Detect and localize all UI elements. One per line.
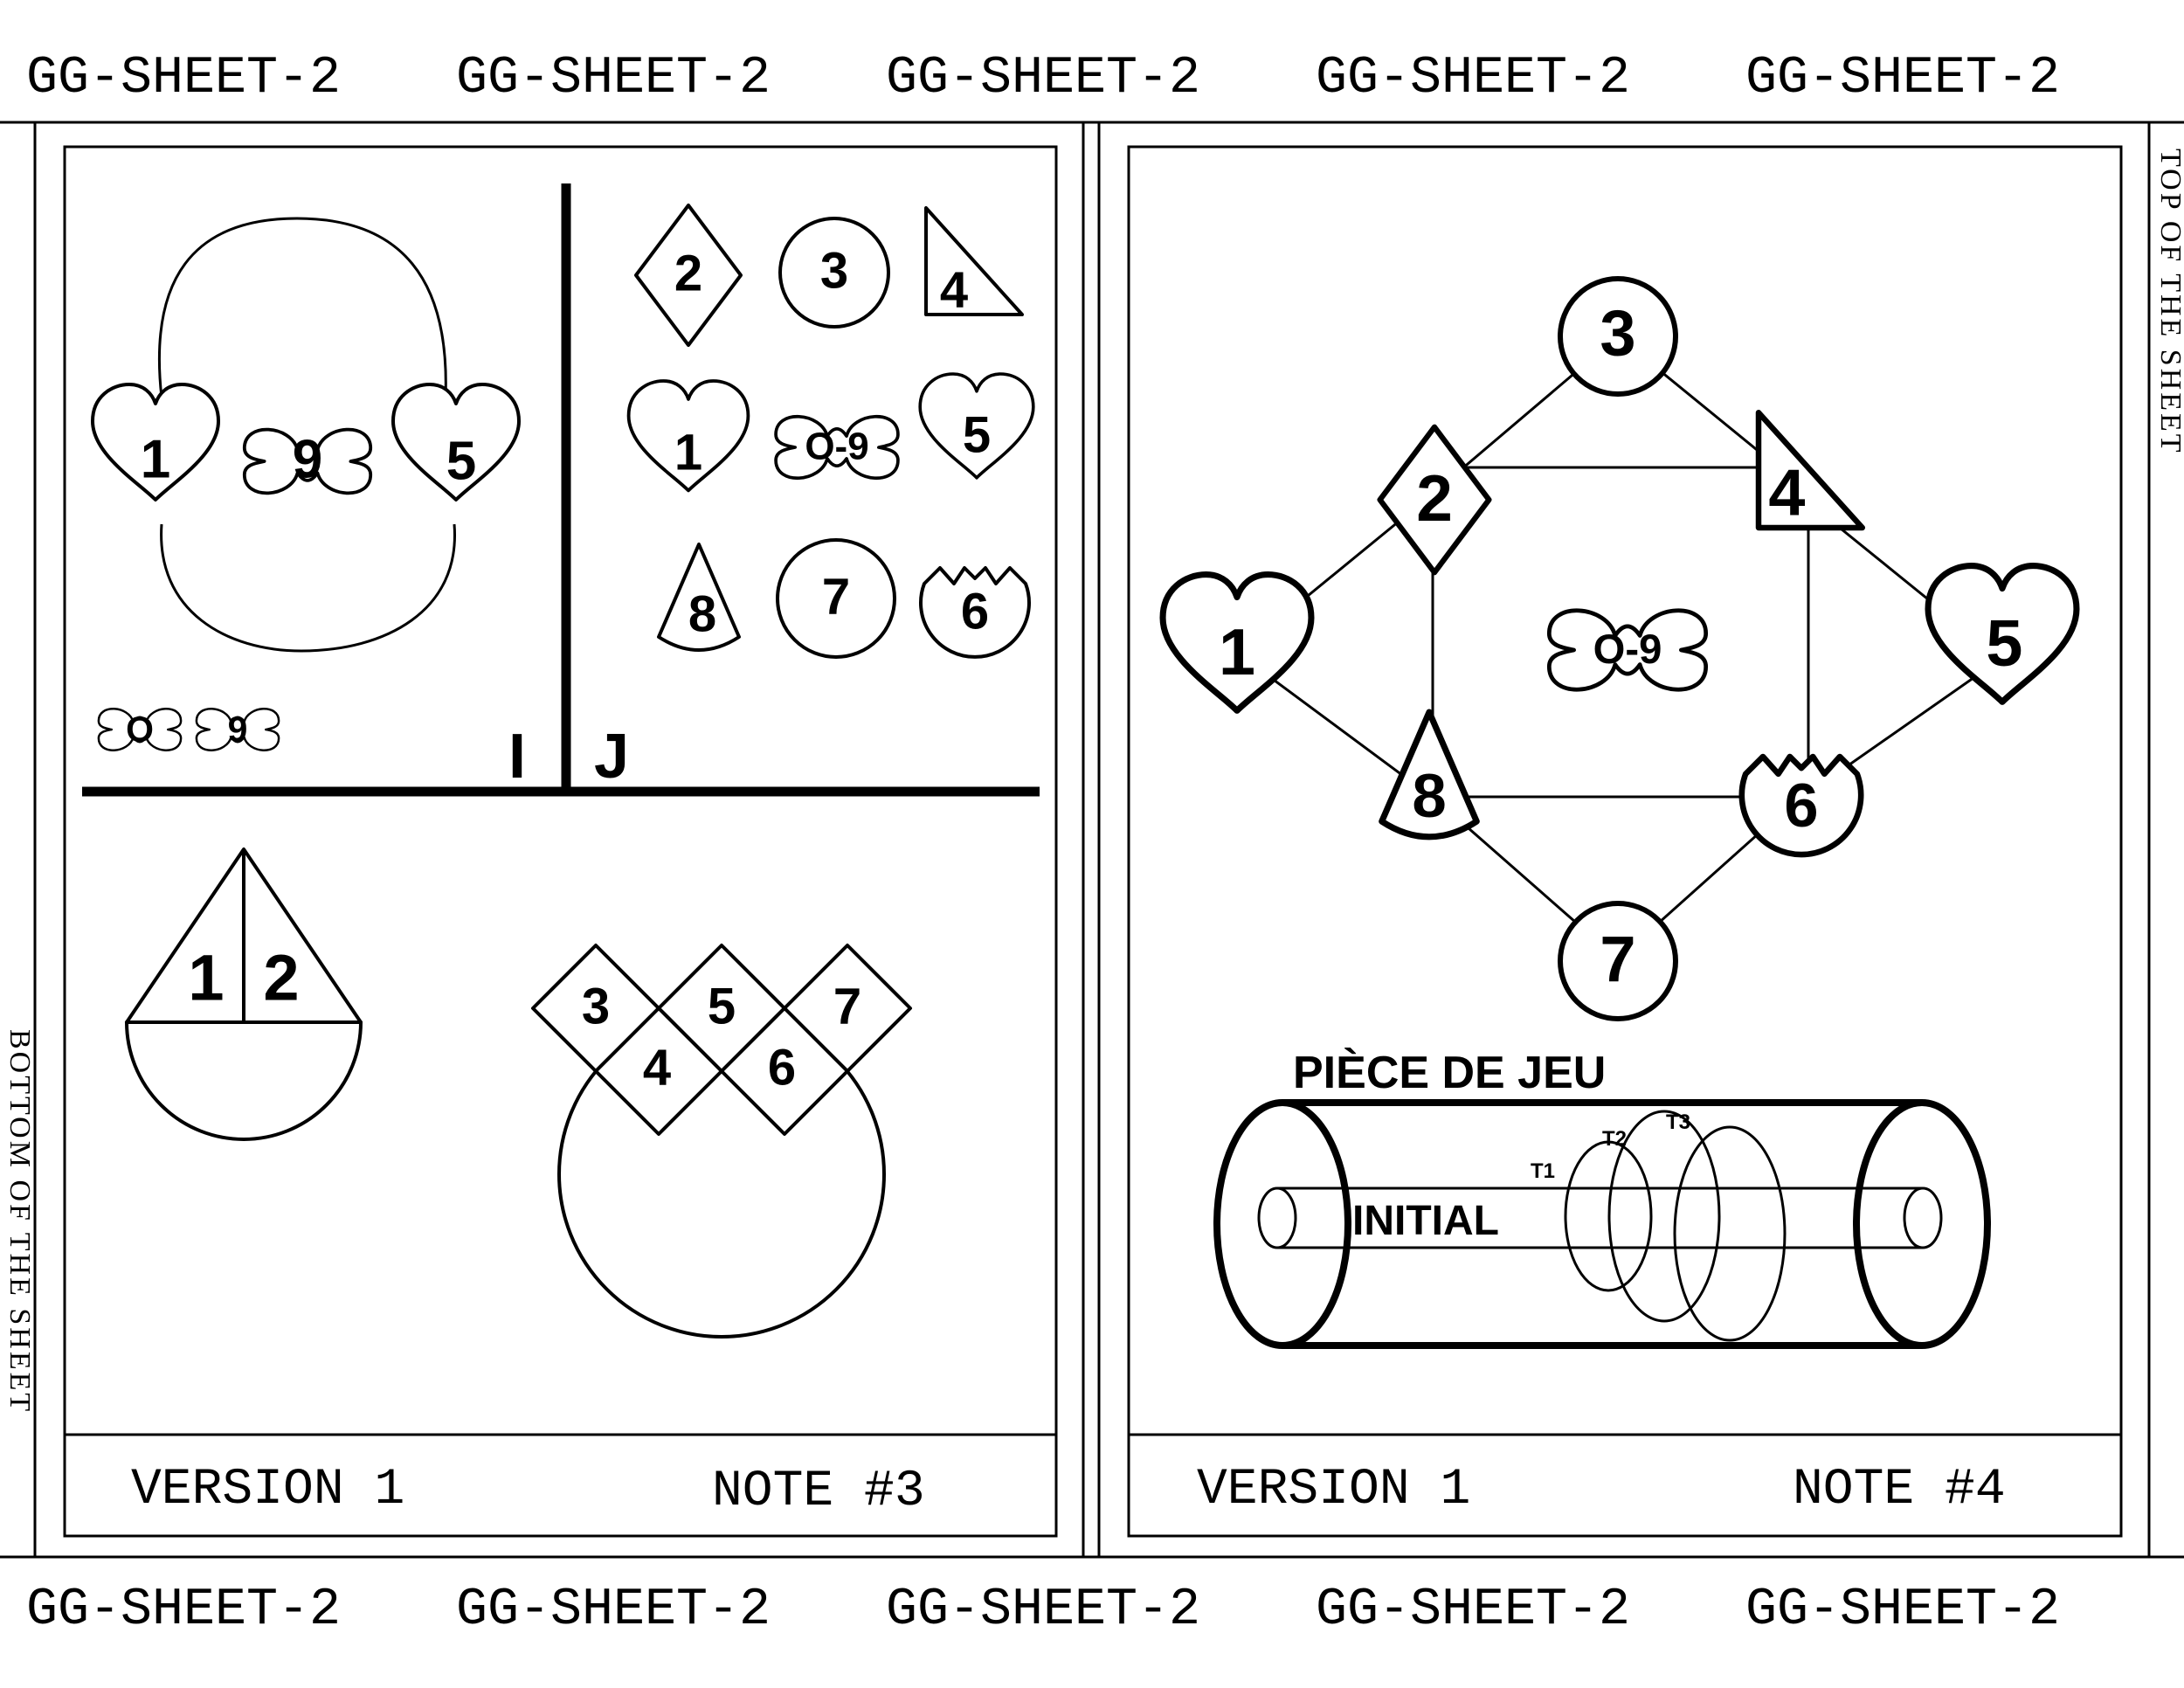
zone-label: J xyxy=(594,722,629,792)
piece-number: 8 xyxy=(688,585,716,642)
node-number: 1 xyxy=(1219,616,1255,689)
graph-node-circle: 7 xyxy=(1558,901,1678,1021)
drop-piece: 8 xyxy=(657,543,741,652)
piece-number: 9 xyxy=(293,429,322,489)
node-number: 4 xyxy=(1768,456,1805,529)
banner-text: GG-SHEET-2 xyxy=(1745,1581,2060,1640)
banner-text: GG-SHEET-2 xyxy=(26,49,341,108)
node-number: 6 xyxy=(1784,771,1818,840)
zone-label: I xyxy=(508,722,526,792)
heart-piece: 1 xyxy=(91,383,220,502)
node-number: 3 xyxy=(1600,297,1635,370)
node-number: 5 xyxy=(1986,607,2022,681)
ring-arc-top xyxy=(157,217,447,398)
piece-number: 7 xyxy=(822,568,850,625)
note-label: NOTE #3 xyxy=(712,1463,925,1520)
diamond-circle-figure: 3 5 7 4 6 xyxy=(531,944,912,1339)
graph-node-triangle: 4 xyxy=(1759,412,1863,529)
graph-node-clover: O-9 xyxy=(1549,611,1705,689)
graph-node-tulip: 6 xyxy=(1742,757,1861,854)
piece-number: 5 xyxy=(963,406,991,463)
left-panel: 1 9 5 O 9 I J 2 3 xyxy=(63,145,1058,1538)
boat-figure: 1 2 xyxy=(125,847,363,1141)
piece-number: 5 xyxy=(446,431,476,491)
clover-piece: 9 xyxy=(242,427,373,495)
graph-node-drop: 8 xyxy=(1382,712,1477,837)
banner-text: GG-SHEET-2 xyxy=(456,49,771,108)
triangle-piece: 4 xyxy=(924,206,1024,318)
small-clover-piece: O xyxy=(97,708,183,751)
piece-number: 4 xyxy=(940,261,968,318)
game-piece-cylinder: PIÈCE DE JEU INITIAL T1 T2 T3 xyxy=(1213,1048,1991,1349)
graph-node-diamond: 2 xyxy=(1380,427,1489,572)
sheet-frame xyxy=(0,121,2184,1559)
version-label: VERSION 1 xyxy=(131,1462,404,1519)
piece-number: 2 xyxy=(674,245,702,301)
diamond-label: 5 xyxy=(708,978,736,1034)
ring-label: T2 xyxy=(1602,1127,1627,1151)
right-panel: 3 2 4 1 O-9 5 8 6 xyxy=(1127,145,2123,1538)
ring-arc-bottom xyxy=(160,523,456,653)
left-panel-border xyxy=(63,145,1058,1538)
heart-piece: 5 xyxy=(391,383,521,502)
ring-label: T1 xyxy=(1531,1159,1555,1183)
piece-number: 1 xyxy=(674,424,702,481)
note-label: NOTE #4 xyxy=(1793,1462,2006,1519)
banner-text: GG-SHEET-2 xyxy=(456,1581,771,1640)
banner-text: GG-SHEET-2 xyxy=(1316,49,1630,108)
top-banner: GG-SHEET-2 GG-SHEET-2 GG-SHEET-2 GG-SHEE… xyxy=(26,49,2060,108)
small-clover-piece: 9 xyxy=(195,708,280,751)
piece-number: 3 xyxy=(820,242,848,299)
node-number: 7 xyxy=(1600,924,1635,996)
diamond-label: 4 xyxy=(643,1039,671,1096)
ring-label: T3 xyxy=(1666,1110,1690,1134)
piece-number: 1 xyxy=(141,429,170,489)
banner-text: GG-SHEET-2 xyxy=(886,1581,1200,1640)
banner-text: GG-SHEET-2 xyxy=(1316,1581,1630,1640)
boat-label: 1 xyxy=(188,942,224,1014)
circle-piece: 3 xyxy=(778,217,890,329)
banner-text: GG-SHEET-2 xyxy=(886,49,1200,108)
boat-label: 2 xyxy=(263,942,299,1014)
piece-number: O xyxy=(126,709,154,749)
piece-number: O-9 xyxy=(805,425,868,468)
graph-node-heart: 1 xyxy=(1163,575,1311,711)
initial-label: INITIAL xyxy=(1352,1198,1499,1244)
heart-piece: 5 xyxy=(918,372,1035,480)
heart-piece: 1 xyxy=(626,379,750,493)
piece-number: 9 xyxy=(228,709,248,749)
side-label-right: TOP OF THE SHEET xyxy=(2154,149,2184,455)
clover-piece: O-9 xyxy=(774,414,900,481)
piece-number: 6 xyxy=(961,583,989,640)
node-number: O-9 xyxy=(1593,626,1662,673)
diamond-piece: 2 xyxy=(634,204,743,347)
diamond-label: 3 xyxy=(582,978,610,1034)
graph-node-circle: 3 xyxy=(1558,276,1678,397)
side-label-left: BOTTOM OF THE SHEET xyxy=(3,1029,36,1414)
version-label: VERSION 1 xyxy=(1197,1462,1470,1519)
cylinder-title: PIÈCE DE JEU xyxy=(1293,1048,1606,1098)
tulip-piece: 6 xyxy=(919,566,1031,659)
node-number: 2 xyxy=(1416,461,1453,535)
circle-piece: 7 xyxy=(776,538,896,659)
diamond-label: 7 xyxy=(833,978,861,1034)
banner-text: GG-SHEET-2 xyxy=(1745,49,2060,108)
graph-node-heart: 5 xyxy=(1928,566,2077,702)
banner-text: GG-SHEET-2 xyxy=(26,1581,341,1640)
bottom-banner: GG-SHEET-2 GG-SHEET-2 GG-SHEET-2 GG-SHEE… xyxy=(26,1581,2060,1640)
node-number: 8 xyxy=(1412,762,1446,831)
diamond-label: 6 xyxy=(768,1039,796,1096)
right-panel-border xyxy=(1127,145,2123,1538)
